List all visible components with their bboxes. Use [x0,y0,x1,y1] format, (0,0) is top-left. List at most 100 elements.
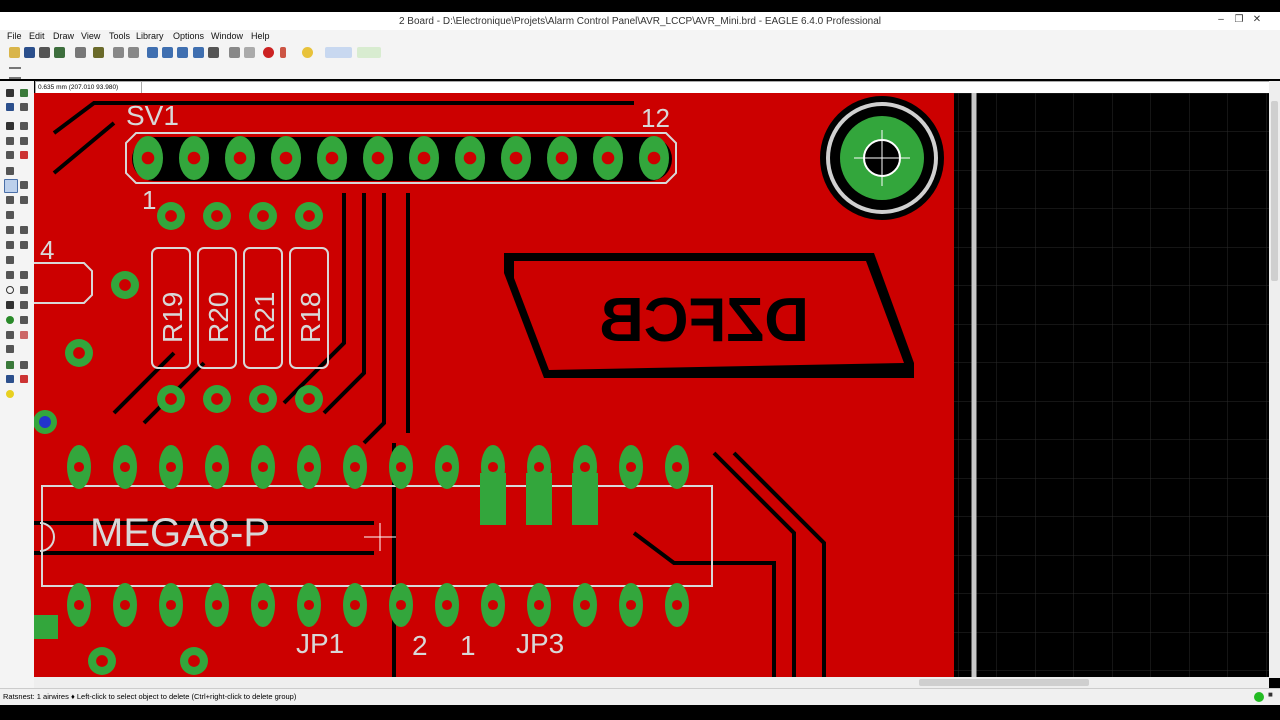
cam-icon[interactable] [54,47,65,58]
miter-icon[interactable] [20,226,28,234]
polygon-icon[interactable] [20,301,28,309]
stop-command-icon[interactable]: ■ [1268,690,1273,699]
undo-icon[interactable] [229,47,240,58]
erc-icon[interactable] [6,375,14,383]
vertical-scrollbar[interactable] [1269,81,1280,678]
sv1-pin-12-label: 12 [641,103,670,133]
sv1-pad-drill [325,151,339,165]
group-icon[interactable] [6,151,14,159]
chip-pin-drill [73,461,85,473]
dimension-icon[interactable] [6,345,14,353]
sv1-pad-drill [141,151,155,165]
mounting-hole[interactable] [820,96,944,220]
rotate-icon[interactable] [20,137,28,145]
jp-pin-1-label: 1 [460,630,476,661]
name-icon[interactable] [6,196,14,204]
zoom-fit-icon[interactable] [113,47,124,58]
split-icon[interactable] [6,226,14,234]
mega8-outline [41,485,713,587]
status-indicator-icon [1254,692,1264,702]
stop-icon[interactable] [263,47,274,58]
square-pad[interactable] [34,615,58,639]
menu-file[interactable]: File [7,31,22,41]
save-icon[interactable] [24,47,35,58]
show-icon[interactable] [20,89,28,97]
sv1-outline [125,132,677,184]
wire-icon[interactable] [6,271,14,279]
menu-window[interactable]: Window [211,31,244,41]
mirror-icon[interactable] [6,137,14,145]
layer-icon[interactable] [9,67,21,79]
move-icon[interactable] [6,122,14,130]
smash-icon[interactable] [6,211,14,219]
via-icon[interactable] [6,316,14,324]
help-icon[interactable] [302,47,313,58]
errors-icon[interactable] [6,390,14,398]
chip-pin-drill [349,461,361,473]
paste-icon[interactable] [6,167,14,175]
sv1-pads[interactable] [132,137,672,181]
text-icon[interactable] [20,271,28,279]
sv1-pin-1-label: 1 [142,185,156,215]
ratsnest-icon[interactable] [6,361,14,369]
smd-pad[interactable] [480,473,506,525]
chip-pin-drill [119,599,131,611]
partial-part-outline [34,262,93,304]
zoom-select-icon[interactable] [177,47,188,58]
vertical-scroll-thumb[interactable] [1271,101,1278,281]
design-link-icon[interactable] [325,47,352,58]
auto-icon[interactable] [20,361,28,369]
circle-icon[interactable] [6,286,14,294]
status-bar [0,688,1280,705]
hole-icon[interactable] [6,331,14,339]
menu-options[interactable]: Options [173,31,205,41]
ripup-icon[interactable] [6,256,14,264]
display-icon[interactable] [6,103,14,111]
mark-icon[interactable] [20,103,28,111]
script-icon[interactable] [75,47,86,58]
optimize-icon[interactable] [6,241,14,249]
zoom-previous-icon[interactable] [208,47,219,58]
arc-icon[interactable] [20,286,28,294]
zoom-in-icon[interactable] [128,47,139,58]
board-canvas[interactable]: DZFCB [34,93,1269,677]
via-drill [39,416,51,428]
drc-icon[interactable] [20,375,28,383]
change-icon[interactable] [20,151,28,159]
value-icon[interactable] [20,196,28,204]
attribute-icon[interactable] [20,331,28,339]
close-button[interactable]: ✕ [1252,14,1262,25]
smd-pad[interactable] [572,473,598,525]
route-icon[interactable] [20,241,28,249]
chip-pin-drill [165,461,177,473]
zoom-window-icon[interactable] [193,47,204,58]
minimize-button[interactable]: – [1218,14,1224,25]
add-icon[interactable] [20,181,28,189]
menu-view[interactable]: View [81,31,101,41]
go-icon[interactable] [280,47,286,58]
design-blocks-icon[interactable] [357,47,381,58]
zoom-out-icon[interactable] [147,47,158,58]
menu-edit[interactable]: Edit [29,31,45,41]
ulp-icon[interactable] [93,47,104,58]
redraw-icon[interactable] [162,47,173,58]
menu-tools[interactable]: Tools [109,31,131,41]
menu-help[interactable]: Help [251,31,270,41]
menu-draw[interactable]: Draw [53,31,75,41]
menu-library[interactable]: Library [136,31,164,41]
open-icon[interactable] [9,47,20,58]
info-icon[interactable] [6,89,14,97]
horizontal-scrollbar[interactable] [34,677,1269,688]
smd-pad[interactable] [526,473,552,525]
pads-layer[interactable] [34,136,689,675]
jp1-label: JP1 [296,628,344,659]
horizontal-scroll-thumb[interactable] [919,679,1089,686]
rect-icon[interactable] [6,301,14,309]
print-icon[interactable] [39,47,50,58]
copy-icon[interactable] [20,122,28,130]
redo-icon[interactable] [244,47,255,58]
delete-icon[interactable] [4,179,18,193]
signal-icon[interactable] [20,316,28,324]
maximize-button[interactable]: ❐ [1234,14,1244,25]
cursor-crosshair [364,523,396,551]
